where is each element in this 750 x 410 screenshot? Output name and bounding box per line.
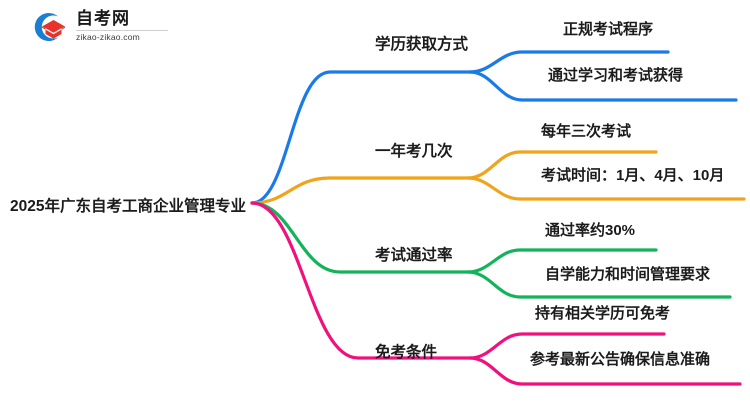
logo-cap-fold [45, 28, 62, 35]
logo-divider [76, 30, 168, 31]
logo-text-block: 自考网 zikao-zikao.com [76, 9, 172, 42]
branch-4-leaf-1-connector [468, 332, 666, 360]
logo-title: 自考网 [76, 9, 130, 28]
branch-2-connectors [250, 150, 746, 205]
mindmap-branch-3-leaf-2[interactable]: 自学能力和时间管理要求 [545, 266, 711, 283]
mindmap-branch-4-leaf-1[interactable]: 持有相关学历可免考 [535, 305, 671, 322]
branch-4-trunk [250, 201, 472, 360]
mindmap-branch-4-leaf-2[interactable]: 参考最新公告确保信息准确 [530, 351, 711, 368]
branch-2-leaf-2-connector [466, 176, 746, 201]
branch-4-connectors [250, 201, 742, 386]
branch-1-connectors [250, 50, 738, 205]
branch-4-leaf-2-connector [468, 356, 742, 386]
logo-subtitle: zikao-zikao.com [76, 32, 140, 42]
branch-3-leaf-2-connector [466, 270, 732, 299]
site-logo: 自考网 zikao-zikao.com [28, 8, 168, 46]
mindmap-branch-1-node[interactable]: 学历获取方式 [375, 36, 469, 53]
branch-2-trunk [250, 176, 470, 205]
branch-1-leaf-1-connector [468, 50, 670, 74]
branch-1-leaf-2-connector [468, 70, 738, 102]
mindmap-branch-1-leaf-2[interactable]: 通过学习和考试获得 [548, 67, 684, 84]
mindmap-branch-1-leaf-1[interactable]: 正规考试程序 [563, 21, 654, 38]
logo-circle-shape [34, 13, 58, 41]
mindmap-branch-4-node[interactable]: 免考条件 [375, 344, 438, 361]
mindmap-branch-2-node[interactable]: 一年考几次 [375, 143, 453, 160]
mindmap-branch-2-leaf-2[interactable]: 考试时间：1月、4月、10月 [541, 167, 725, 184]
mindmap-branch-2-leaf-1[interactable]: 每年三次考试 [541, 123, 632, 140]
mindmap-root-node[interactable]: 2025年广东自考工商企业管理专业 [10, 198, 246, 215]
branch-1-trunk [250, 70, 472, 205]
zikao-logo-icon [34, 13, 65, 41]
mindmap-branch-3-node[interactable]: 考试通过率 [375, 247, 453, 264]
mindmap-branch-3-leaf-1[interactable]: 通过率约30% [545, 222, 636, 239]
